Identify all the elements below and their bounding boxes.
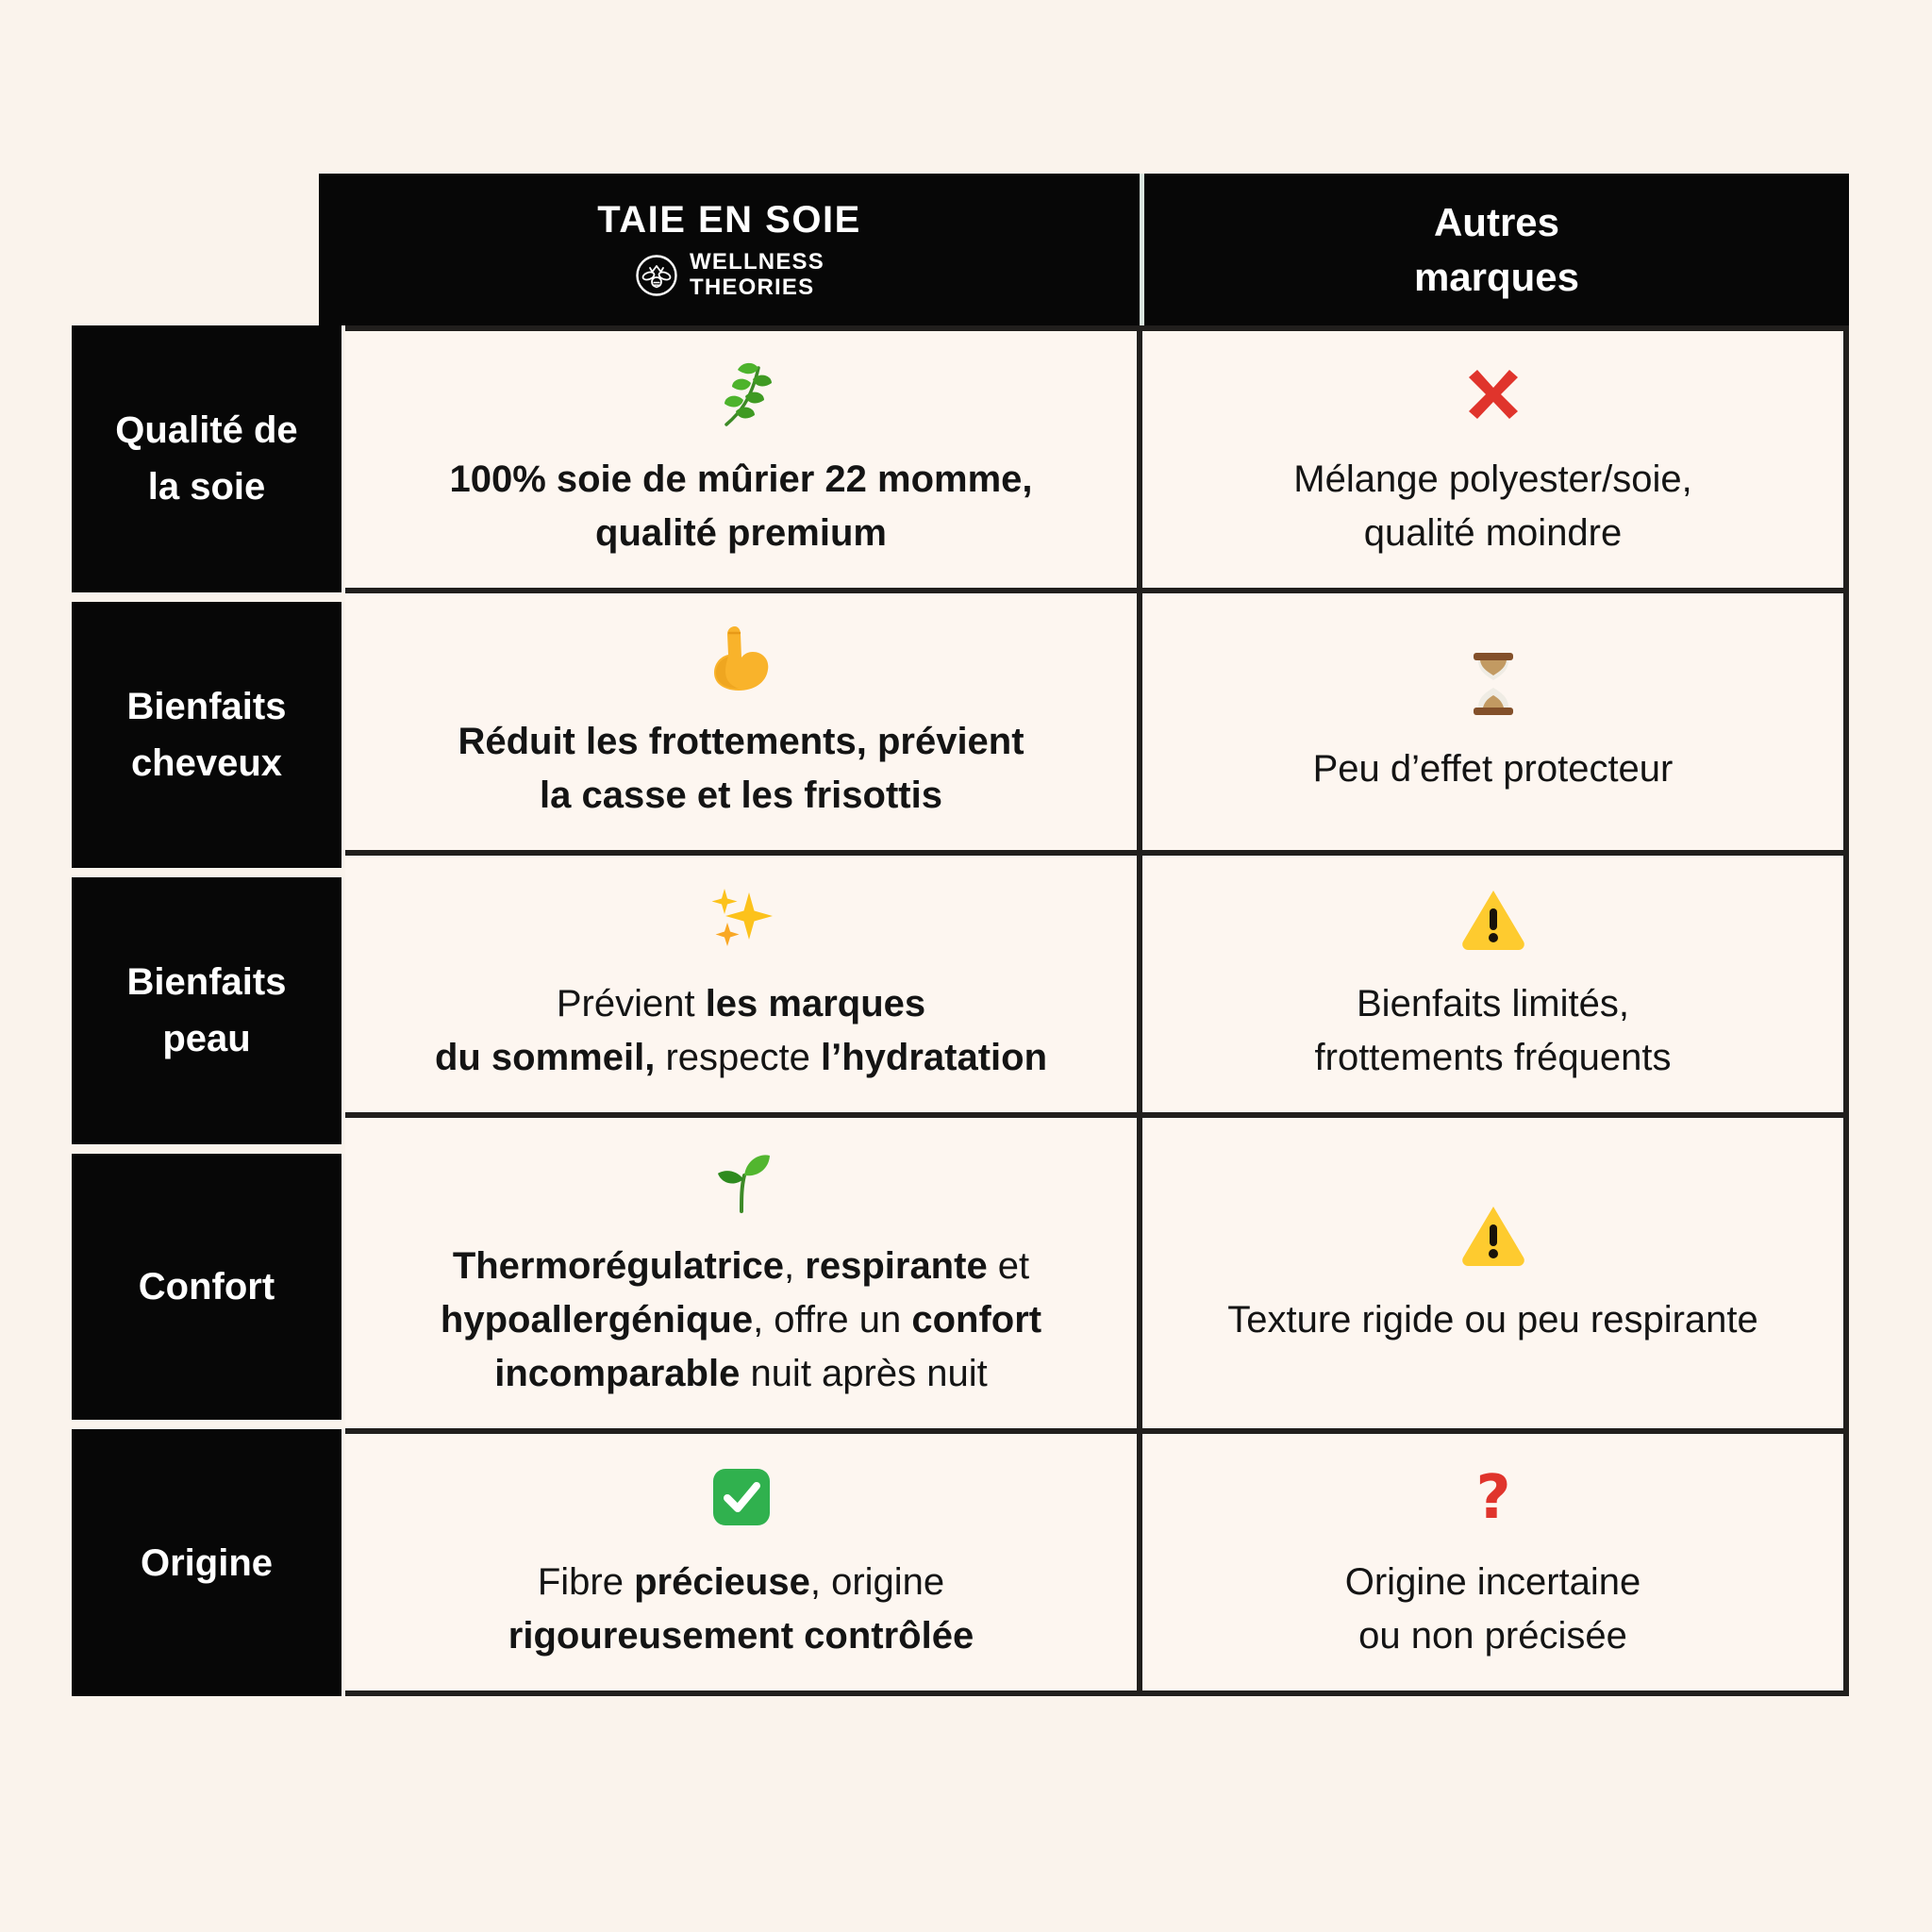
bee-icon (634, 253, 679, 298)
warning-icon (1457, 1199, 1529, 1271)
brand-logo: WELLNESS THEORIES (634, 248, 824, 301)
brand-header: TAIE EN SOIE WELLNESS THEORIES (319, 174, 1140, 325)
cell-text: Mélange polyester/soie, qualité moindre (1293, 458, 1692, 555)
brand-logo-text: WELLNESS THEORIES (690, 248, 824, 301)
cell-others-bienfaits-cheveux: Peu d’effet protecteur (1142, 593, 1843, 851)
brand-logo-line2: THEORIES (690, 274, 815, 300)
warning-icon (1457, 883, 1529, 955)
cell-brand-qualite-soie: 100% soie de mûrier 22 momme, qualité pr… (345, 331, 1137, 589)
flexed-biceps-icon (706, 621, 777, 692)
comparison-table: 100% soie de mûrier 22 momme, qualité pr… (345, 325, 1849, 1696)
brand-title: TAIE EN SOIE (597, 198, 861, 241)
sparkles-icon (706, 883, 777, 955)
cell-others-qualite-soie: Mélange polyester/soie, qualité moindre (1142, 331, 1843, 589)
red-question-mark-icon (1457, 1461, 1529, 1533)
row-label-bienfaits-peau: Bienfaits peau (72, 877, 341, 1144)
cell-others-confort: Texture rigide ou peu respirante (1142, 1118, 1843, 1428)
others-title-line1: Autres (1433, 199, 1560, 244)
row-label-column: Qualité de la soie Bienfaits cheveux Bie… (72, 325, 341, 1696)
herb-icon (706, 358, 777, 430)
brand-logo-line1: WELLNESS (690, 248, 824, 275)
cell-text: Fibre précieuse, origine rigoureusement … (508, 1561, 974, 1657)
cell-text: Origine incertaine ou non précisée (1344, 1561, 1641, 1657)
cell-text: Réduit les frottements, prévient la cass… (458, 721, 1024, 817)
row-label-origine: Origine (72, 1429, 341, 1696)
cell-brand-bienfaits-peau: Prévient les marques du sommeil, respect… (345, 856, 1137, 1113)
cell-text: Prévient les marques du sommeil, respect… (434, 983, 1048, 1079)
cell-text: 100% soie de mûrier 22 momme, qualité pr… (449, 458, 1033, 555)
cell-brand-bienfaits-cheveux: Réduit les frottements, prévient la cass… (345, 593, 1137, 851)
cell-brand-origine: Fibre précieuse, origine rigoureusement … (345, 1433, 1137, 1690)
seedling-icon (706, 1145, 777, 1217)
cross-mark-icon (1457, 358, 1529, 430)
others-title-line2: marques (1413, 254, 1580, 299)
cell-others-bienfaits-peau: Bienfaits limités, frottements fréquents (1142, 856, 1843, 1113)
cell-text: Peu d’effet protecteur (1312, 747, 1674, 790)
cell-text: Texture rigide ou peu respirante (1227, 1299, 1758, 1341)
row-label-qualite-soie: Qualité de la soie (72, 325, 341, 592)
cell-text: Bienfaits limités, frottements fréquents (1314, 983, 1672, 1079)
row-label-bienfaits-cheveux: Bienfaits cheveux (72, 601, 341, 869)
header-column-separator (1140, 174, 1144, 325)
others-title: Autres marques (1414, 195, 1579, 305)
row-label-confort: Confort (72, 1153, 341, 1421)
cell-brand-confort: Thermorégulatrice, respirante et hypoall… (345, 1118, 1137, 1428)
hourglass-icon (1457, 648, 1529, 720)
cell-text: Thermorégulatrice, respirante et hypoall… (440, 1245, 1042, 1394)
cell-others-origine: Origine incertaine ou non précisée (1142, 1433, 1843, 1690)
others-header: Autres marques (1144, 174, 1849, 325)
check-mark-icon (706, 1461, 777, 1533)
